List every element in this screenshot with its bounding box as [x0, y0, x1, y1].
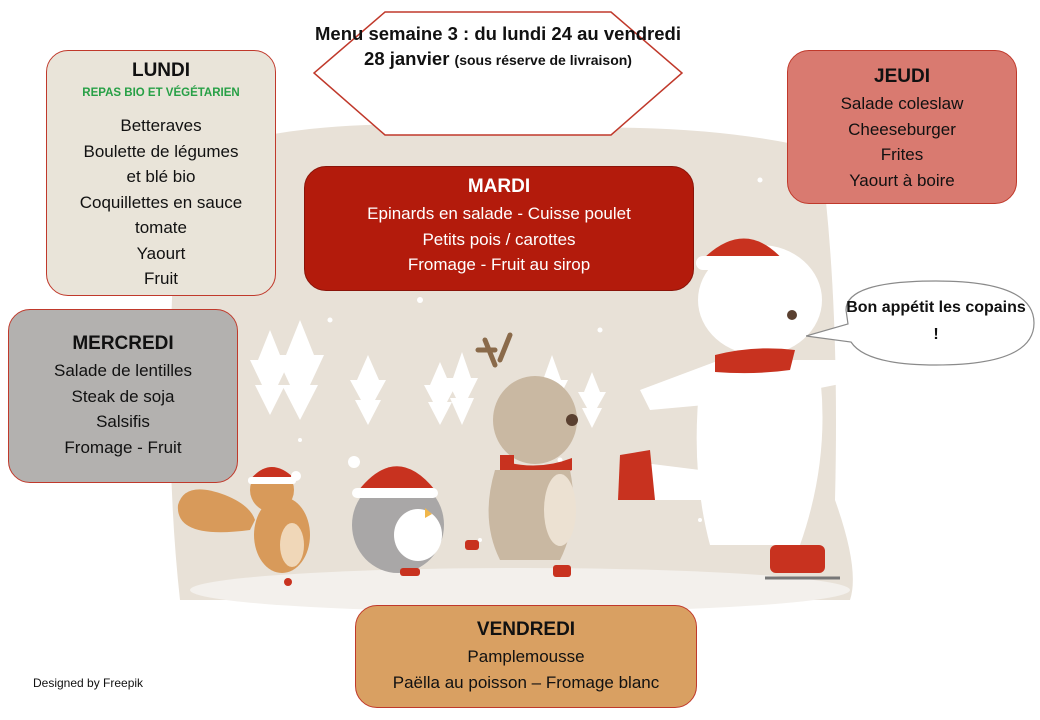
menu-item: Petits pois / carottes	[422, 229, 576, 249]
menu-item: Cheeseburger	[848, 119, 956, 139]
menu-item: Fromage - Fruit au sirop	[407, 255, 591, 274]
menu-item: et blé bio	[126, 167, 196, 186]
menu-item: Fruit	[144, 269, 178, 288]
menu-item: Yaourt à boire	[849, 170, 955, 190]
menu-item: Frites	[880, 145, 924, 164]
thursday-title: JEUDI	[874, 66, 930, 87]
polar-bear-character	[618, 238, 860, 580]
wednesday-menu-card: MERCREDI Salade de lentilles Steak de so…	[8, 309, 238, 483]
menu-item: Salade de lentilles	[54, 361, 192, 380]
squirrel-character	[177, 466, 310, 586]
header-note: (sous réserve de livraison)	[454, 52, 632, 68]
monday-subtitle: REPAS BIO ET VÉGÉTARIEN	[82, 87, 240, 99]
menu-item: tomate	[135, 218, 187, 237]
bubble-line-1: Bon appétit	[846, 299, 935, 316]
menu-item: Yaourt	[136, 243, 186, 263]
menu-item: Coquillettes en sauce	[79, 192, 243, 212]
menu-item: Paëlla au poisson – Fromage blanc	[392, 672, 660, 692]
ice-floor	[190, 568, 850, 612]
week-menu-header: Menu semaine 3 : du lundi 24 au vendredi…	[313, 11, 683, 136]
monday-menu-card: LUNDI REPAS BIO ET VÉGÉTARIEN Betteraves…	[46, 50, 276, 296]
menu-item: Salade coleslaw	[840, 94, 964, 113]
penguin-character	[348, 456, 444, 576]
bubble-line-2: les copains !	[933, 299, 1026, 343]
thursday-menu-card: JEUDI Salade coleslaw Cheeseburger Frite…	[787, 50, 1017, 204]
header-title: Menu semaine 3 :	[315, 23, 470, 44]
menu-item: Betteraves	[120, 116, 202, 135]
menu-item: Boulette de légumes	[83, 141, 239, 161]
header-date-end: vendredi 28 janvier	[364, 23, 681, 69]
menu-item: Steak de soja	[71, 386, 175, 406]
reindeer-character	[465, 332, 578, 577]
menu-item: Salsifis	[96, 412, 150, 431]
menu-item: Fromage - Fruit	[64, 437, 182, 457]
monday-title: LUNDI	[131, 60, 191, 81]
friday-menu-card: VENDREDI Pamplemousse Paëlla au poisson …	[355, 605, 697, 708]
speech-bubble: Bon appétit les copains !	[806, 280, 1036, 366]
menu-item: Pamplemousse	[467, 647, 585, 666]
wednesday-title: MERCREDI	[72, 333, 174, 354]
tuesday-menu-card: MARDI Epinards en salade - Cuisse poulet…	[304, 166, 694, 291]
tuesday-title: MARDI	[467, 176, 531, 197]
friday-title: VENDREDI	[476, 619, 576, 640]
header-hexagon-shape	[313, 11, 683, 136]
designer-credit: Designed by Freepik	[33, 676, 144, 690]
header-date-start: du lundi 24 au	[474, 23, 599, 44]
menu-item: Epinards en salade - Cuisse poulet	[367, 204, 631, 223]
speech-bubble-shape	[806, 280, 1035, 366]
